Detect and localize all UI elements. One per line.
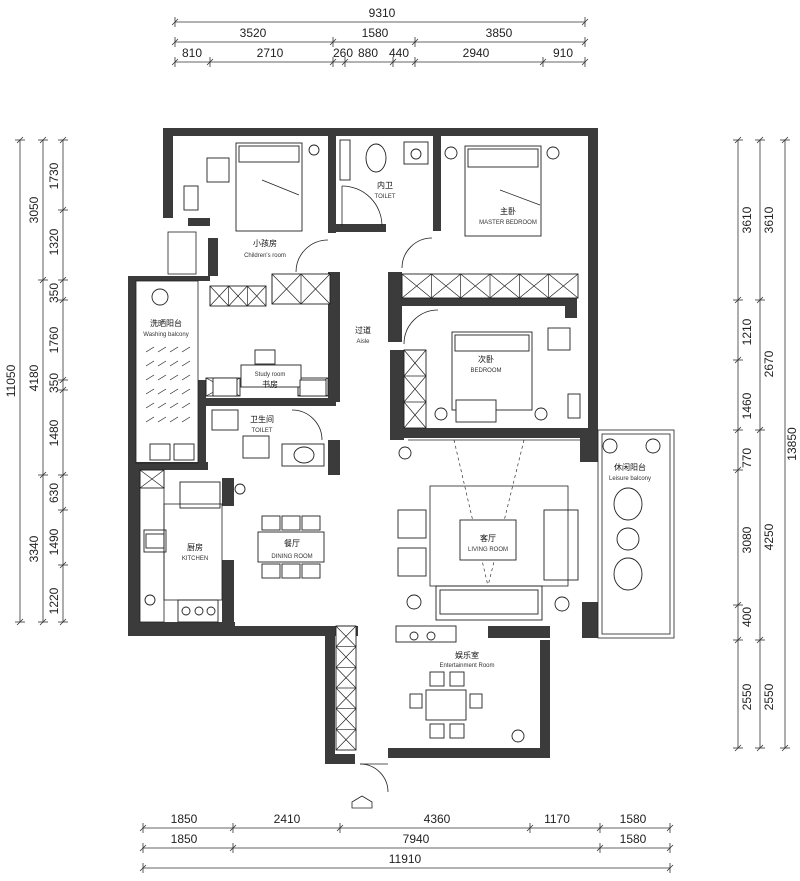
dim-right-r3-1: 1210: [740, 318, 754, 345]
label-entertainment-cn: 娱乐室: [455, 650, 479, 660]
dim-bottom-r2-1: 7940: [403, 832, 430, 846]
dim-bottom-r2-2: 1580: [620, 832, 647, 846]
dim-bottom-r1-2: 4360: [424, 812, 451, 826]
label-kitchen-en: KITCHEN: [182, 556, 208, 562]
dim-right-r3-6: 2550: [740, 683, 754, 710]
dim-top-r2-1: 1580: [362, 26, 389, 40]
label-toilet-en: TOILET: [252, 428, 273, 434]
dim-bottom-total: 11910: [389, 852, 422, 866]
dim-right-total: 13850: [785, 427, 799, 461]
label-aisle-en: Aisle: [356, 339, 370, 345]
label-bedroom-en: BEDROOM: [470, 368, 501, 374]
dim-right-r2-2: 4250: [762, 523, 776, 550]
dim-top-r3-4: 440: [389, 46, 409, 60]
dim-right-r3-2: 1460: [740, 392, 754, 419]
label-master-cn: 主卧: [500, 206, 516, 216]
dim-left-r3-8: 1220: [47, 587, 61, 614]
label-dining-cn: 餐厅: [284, 539, 300, 548]
dim-top-total: 9310: [369, 6, 396, 20]
label-toilet-cn: 卫生间: [250, 414, 274, 424]
label-washing-en: Washing balcony: [143, 332, 188, 338]
washing-balcony-outline: [135, 280, 199, 464]
label-toilet-inner-cn: 内卫: [377, 180, 393, 190]
label-washing-cn: 洗晒阳台: [150, 318, 182, 328]
label-children-en: Children's room: [244, 253, 286, 259]
dim-top-r3-0: 810: [182, 46, 202, 60]
dim-right-r3-0: 3610: [740, 206, 754, 233]
dim-top-r2-0: 3520: [240, 26, 267, 40]
dim-top-r3-5: 2940: [463, 46, 490, 60]
dim-left-r2-1: 4180: [27, 364, 41, 391]
dim-left-r2-0: 3050: [27, 196, 41, 223]
dim-right-r3-3: 770: [740, 448, 754, 468]
dim-top-r3-1: 2710: [257, 46, 284, 60]
furniture: [139, 139, 661, 809]
dim-right-r3-4: 3080: [740, 526, 754, 553]
dim-bottom-r1-0: 1850: [171, 812, 198, 826]
dim-right-r2-0: 3610: [762, 206, 776, 233]
dim-left-r3-5: 1480: [47, 419, 61, 446]
room-labels: 小孩房 Children's room 内卫 TOILET 主卧 MASTER …: [143, 180, 651, 669]
dim-left-r3-2: 350: [47, 283, 61, 303]
label-dining-en: DINING ROOM: [271, 554, 312, 560]
label-children-cn: 小孩房: [253, 238, 277, 248]
dim-top-r3-2: 260: [333, 46, 353, 60]
dim-left-r3-7: 1490: [47, 528, 61, 555]
dim-top-r3-3: 880: [358, 46, 378, 60]
dim-top-r3-6: 910: [553, 46, 573, 60]
dim-left-total: 11050: [4, 364, 18, 397]
dim-left-r3-3: 1760: [47, 326, 61, 353]
dim-bottom-r1-1: 2410: [274, 812, 301, 826]
leisure-balcony-outline: [597, 429, 675, 639]
label-study-cn: 书房: [262, 379, 278, 389]
dim-right-r2-3: 2550: [762, 683, 776, 710]
label-leisure-cn: 休闲阳台: [614, 462, 646, 472]
label-kitchen-cn: 厨房: [187, 542, 203, 552]
dim-left-r3-1: 1320: [47, 228, 61, 255]
label-master-en: MASTER BEDROOM: [479, 220, 537, 226]
label-living-cn: 客厅: [480, 533, 496, 543]
label-leisure-en: Leisure balcony: [609, 476, 651, 482]
dim-bottom-r1-3: 1170: [544, 812, 570, 826]
label-toilet-inner-en: TOILET: [375, 194, 396, 200]
dim-right-r3-5: 400: [740, 607, 754, 627]
label-bedroom-cn: 次卧: [478, 354, 494, 364]
label-study-en: Study room: [255, 372, 286, 378]
label-entertainment-en: Entertainment Room: [439, 663, 494, 669]
walls: [128, 128, 598, 764]
label-aisle-cn: 过道: [355, 325, 371, 335]
label-living-en: LIVING ROOM: [468, 547, 508, 553]
dimension-lines: [15, 17, 790, 873]
dim-left-r3-6: 630: [47, 483, 61, 503]
dim-bottom-r2-0: 1850: [171, 832, 198, 846]
dim-left-r2-2: 3340: [27, 535, 41, 562]
dimension-texts: 9310 3520 1580 3850 810 2710 260 880 440…: [4, 6, 799, 866]
dim-right-r2-1: 2670: [762, 350, 776, 377]
dim-top-r2-2: 3850: [486, 26, 513, 40]
dim-left-r3-0: 1730: [47, 162, 61, 189]
dim-left-r3-4: 350: [47, 373, 61, 393]
dim-bottom-r1-4: 1580: [620, 812, 647, 826]
